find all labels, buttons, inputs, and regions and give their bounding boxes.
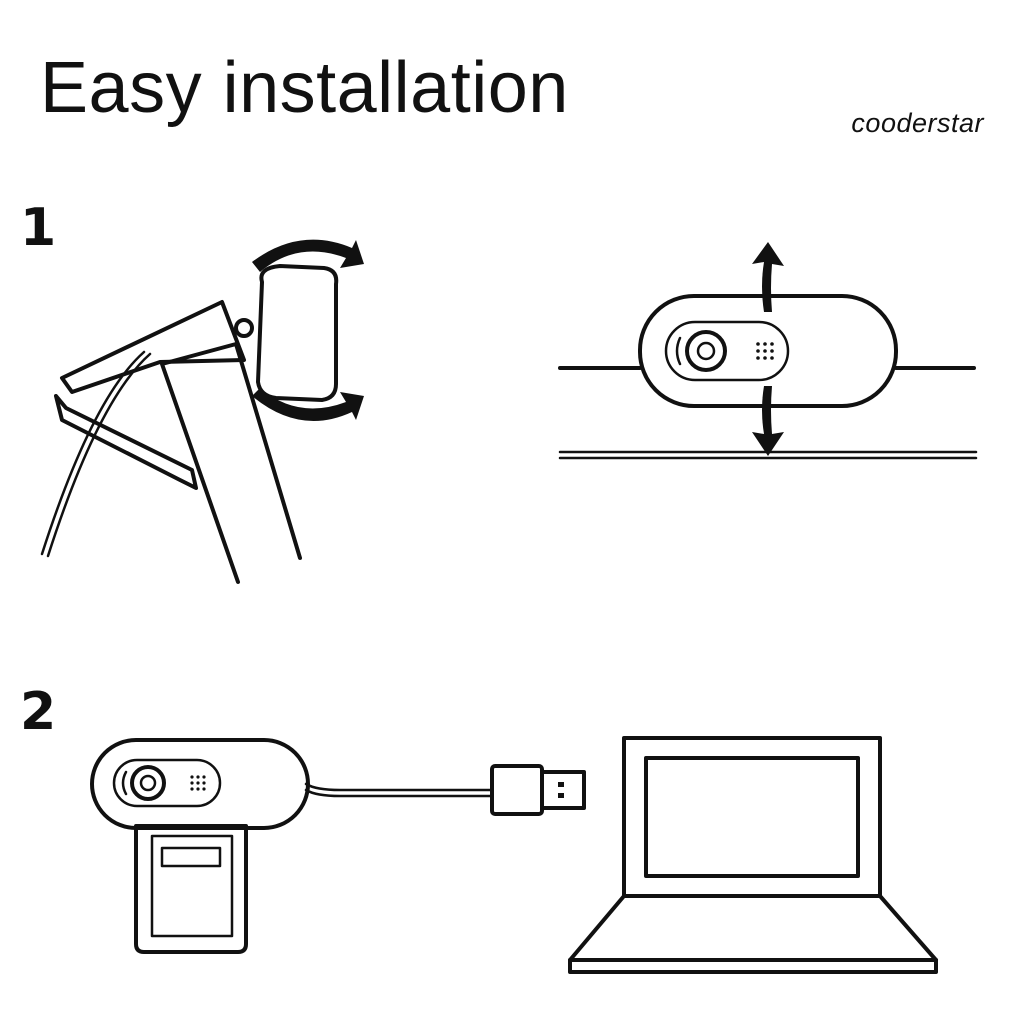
- camera-led-arc: [675, 336, 682, 366]
- monitor-panel-shape: [160, 342, 302, 584]
- camera-led-arc-2: [121, 770, 128, 796]
- laptop-base: [568, 894, 938, 962]
- back-leg-line-2: [40, 350, 146, 556]
- stand-inner: [150, 834, 234, 938]
- hinge-knob: [234, 318, 254, 338]
- webcam-side-view-illustration: [40, 239, 364, 584]
- webcam-with-stand-illustration: [90, 738, 494, 954]
- camera-lens-panel-2: [112, 758, 222, 808]
- camera-profile-shape: [256, 264, 339, 402]
- back-leg-line: [46, 352, 152, 558]
- webcam-front-view-illustration: [558, 242, 978, 460]
- usb-plug-connector: [540, 770, 586, 810]
- usb-plug-illustration: [490, 764, 586, 816]
- camera-lens-panel: [664, 320, 790, 382]
- stand-clip-band: [160, 846, 222, 868]
- page-title: Easy installation: [40, 48, 569, 128]
- brand-logo: cooderstar: [851, 108, 984, 138]
- rotate-arrow-bottom: [252, 388, 364, 421]
- microphone-dots: [756, 342, 774, 360]
- usb-plug-body: [490, 764, 544, 816]
- camera-lens-outer-2: [130, 765, 166, 801]
- camera-lens-inner: [696, 341, 716, 361]
- rotate-arrow-top: [252, 239, 364, 272]
- tilt-arrow-down: [752, 386, 784, 456]
- usb-pin-2: [558, 793, 564, 798]
- usb-pin-1: [558, 782, 564, 787]
- stand-outer: [134, 824, 248, 954]
- laptop-base-front: [568, 958, 938, 974]
- camera-lens-inner-2: [139, 774, 157, 792]
- laptop-screen-outer: [622, 736, 882, 898]
- laptop-screen-inner: [644, 756, 860, 878]
- rear-foot-shape: [54, 394, 198, 490]
- clip-arm-shape: [60, 300, 246, 394]
- camera-lens-outer: [685, 330, 727, 372]
- usb-cable: [304, 782, 494, 792]
- laptop-illustration: [568, 736, 938, 974]
- step-number-2: 2: [20, 682, 57, 742]
- tilt-arrow-up: [752, 242, 784, 312]
- camera-body: [90, 738, 310, 830]
- microphone-dots-2: [190, 775, 206, 791]
- step-number-1: 1: [20, 198, 57, 258]
- usb-cable-2: [304, 788, 494, 798]
